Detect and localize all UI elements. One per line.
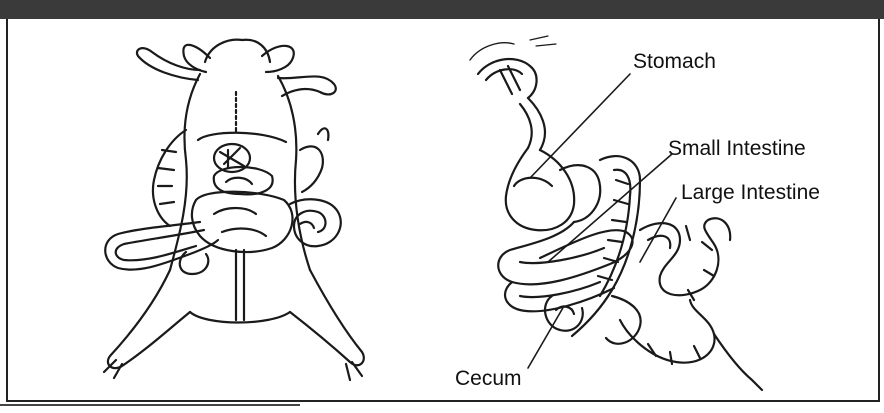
label-large-intestine: Large Intestine — [681, 181, 820, 205]
large-intestine-leader — [640, 198, 676, 262]
small-intestine-leader — [548, 154, 672, 262]
dissected-rat-illustration — [104, 40, 364, 380]
label-small-intestine: Small Intestine — [668, 137, 806, 161]
label-cecum: Cecum — [455, 367, 522, 391]
label-stomach: Stomach — [633, 50, 716, 74]
